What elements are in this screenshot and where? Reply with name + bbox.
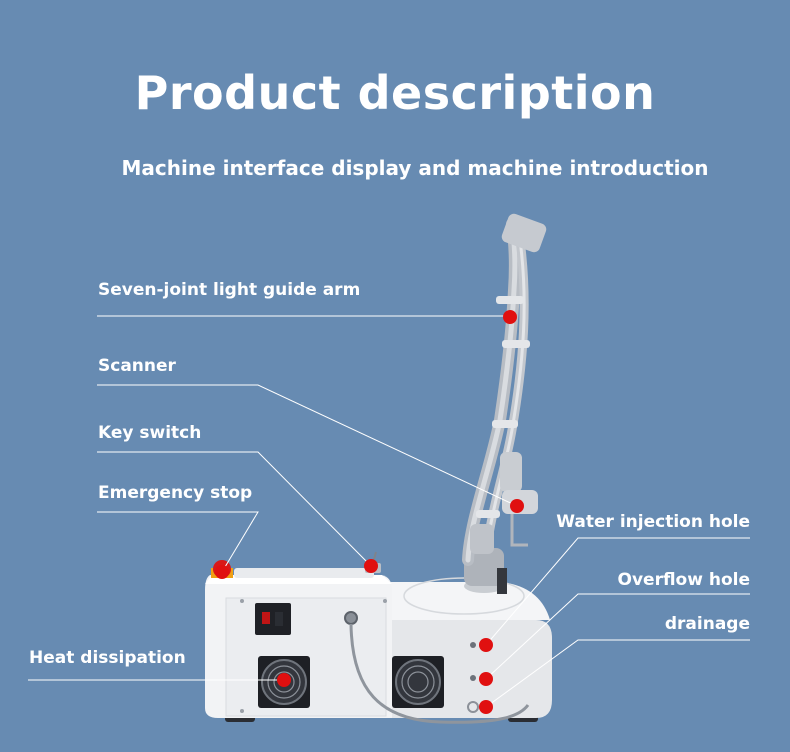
label-water-injection-hole: Water injection hole — [556, 512, 750, 532]
label-overflow-hole: Overflow hole — [617, 570, 751, 590]
label-key-switch: Key switch — [98, 423, 202, 443]
line-emergency-stop — [97, 511, 259, 573]
marker-emergency-stop — [215, 565, 229, 579]
label-scanner: Scanner — [98, 356, 176, 376]
label-light-guide-arm: Seven-joint light guide arm — [98, 280, 361, 300]
line-overflow-hole — [485, 593, 750, 680]
marker-light-guide-arm — [503, 310, 517, 324]
label-heat-dissipation: Heat dissipation — [29, 648, 186, 668]
marker-scanner — [510, 499, 524, 513]
marker-drainage — [479, 700, 493, 714]
callout-lines — [28, 315, 750, 708]
line-scanner — [97, 384, 518, 507]
line-drainage — [485, 639, 750, 708]
callout-markers — [215, 310, 524, 714]
marker-water-injection-hole — [479, 638, 493, 652]
marker-key-switch — [364, 559, 378, 573]
page-subtitle: Machine interface display and machine in… — [121, 156, 709, 180]
co2-laser-machine — [205, 213, 552, 724]
label-emergency-stop: Emergency stop — [98, 483, 253, 503]
line-key-switch — [97, 451, 372, 567]
marker-overflow-hole — [479, 672, 493, 686]
label-drainage: drainage — [664, 614, 750, 634]
page-title: Product description — [134, 66, 656, 120]
line-water-injection-hole — [485, 537, 750, 646]
marker-heat-dissipation — [277, 673, 291, 687]
